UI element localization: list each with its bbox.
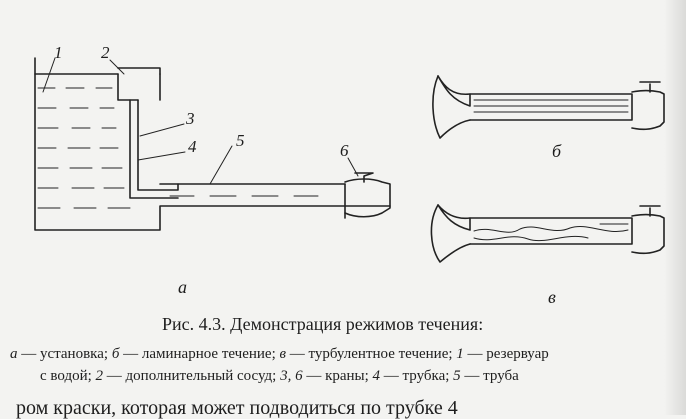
legend-segment: 2 bbox=[95, 368, 104, 384]
dye-tube bbox=[129, 99, 179, 199]
extra-vessel bbox=[117, 67, 161, 75]
label-6: 6 bbox=[340, 141, 349, 160]
legend-segment: — турбулентное течение; bbox=[286, 346, 457, 362]
turbulent-flow-drawing bbox=[430, 204, 665, 263]
legend-segment: 4 bbox=[372, 368, 381, 384]
legend-segment: — дополнительный сосуд; bbox=[103, 368, 281, 384]
legend-segment: 1 bbox=[456, 346, 464, 362]
legend-segment: 3, 6 bbox=[280, 368, 303, 384]
label-5: 5 bbox=[236, 131, 245, 150]
legend-segment: 5 bbox=[453, 368, 461, 384]
legend-segment: б bbox=[111, 346, 120, 362]
page-shadow bbox=[664, 0, 686, 415]
label-3: 3 bbox=[186, 109, 195, 128]
figure-caption-title: Рис. 4.3. Демонстрация режимов течения: bbox=[162, 314, 484, 334]
label-1: 1 bbox=[54, 43, 63, 62]
legend-segment: в bbox=[279, 346, 287, 362]
legend-segment: — трубка; bbox=[380, 368, 454, 384]
legend-segment: с водой; bbox=[40, 368, 96, 384]
legend-segment: — труба bbox=[460, 368, 519, 384]
subfig-label-a: а bbox=[178, 277, 187, 297]
label-4: 4 bbox=[188, 137, 197, 156]
legend-segment: а bbox=[10, 346, 18, 362]
legend-segment: — краны; bbox=[302, 368, 373, 384]
legend-segment: — ламинарное течение; bbox=[119, 346, 280, 362]
figure-legend-line-2: с водой; 2 — дополнительный сосуд; 3, 6 … bbox=[40, 369, 519, 384]
figure-legend-line-1: а — установка; б — ламинарное течение; в… bbox=[10, 347, 549, 362]
reservoir-outline bbox=[34, 57, 391, 231]
legend-segment: — резервуар bbox=[463, 346, 549, 362]
subfig-label-b: б bbox=[552, 141, 562, 161]
valve-body bbox=[344, 178, 391, 218]
legend-segment: — установка; bbox=[17, 346, 112, 362]
subfig-label-v: в bbox=[548, 287, 556, 307]
installation-drawing bbox=[34, 57, 391, 231]
label-2: 2 bbox=[101, 43, 110, 62]
valve-stem bbox=[354, 172, 374, 183]
laminar-flow-drawing bbox=[432, 75, 665, 139]
body-text-line: ром краски, которая может подводиться по… bbox=[16, 397, 458, 419]
